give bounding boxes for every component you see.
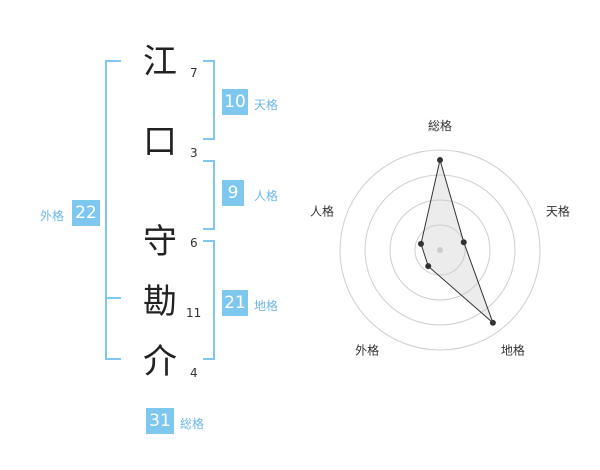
radar-point xyxy=(489,319,496,326)
radar-ring xyxy=(414,224,466,276)
tenkaku-label: 天格 xyxy=(254,98,279,112)
name-char-4: 勘 xyxy=(143,282,177,322)
chikaku-label: 地格 xyxy=(254,299,279,313)
gaikaku-bracket xyxy=(105,60,121,360)
radar-point xyxy=(417,240,424,247)
radar-point xyxy=(425,263,432,270)
radar-point xyxy=(437,157,443,163)
chikaku-bracket xyxy=(203,240,215,360)
radar-axis-label: 外格 xyxy=(355,342,379,357)
radar-center xyxy=(437,247,443,253)
radar-axis-label: 人格 xyxy=(310,204,334,219)
stroke-count-2: 3 xyxy=(190,146,198,160)
radar-ring xyxy=(339,149,541,351)
tenkaku-value-badge: 10 xyxy=(222,89,248,115)
name-char-3: 守 xyxy=(143,222,177,262)
name-char-2: 口 xyxy=(143,122,177,162)
tenkaku-bracket xyxy=(203,60,215,140)
stroke-count-1: 7 xyxy=(190,66,198,80)
soukaku-label: 総格 xyxy=(180,417,205,431)
radar-axis-label: 総格 xyxy=(428,118,452,133)
radar-ring xyxy=(389,199,491,301)
jinkaku-label: 人格 xyxy=(254,189,279,203)
radar-axis-label: 天格 xyxy=(546,204,570,219)
gaikaku-bracket-tick xyxy=(105,297,121,299)
stroke-count-5: 4 xyxy=(190,366,198,380)
jinkaku-bracket xyxy=(203,160,215,230)
stroke-count-4: 11 xyxy=(186,306,202,320)
jinkaku-value-badge: 9 xyxy=(222,180,244,206)
gaikaku-value-badge: 22 xyxy=(72,200,100,226)
name-char-5: 介 xyxy=(143,342,177,382)
stroke-count-3: 6 xyxy=(190,236,198,250)
gaikaku-label: 外格 xyxy=(40,209,65,223)
radar-point xyxy=(460,239,467,246)
name-char-1: 江 xyxy=(143,42,177,82)
radar-polygon xyxy=(420,159,494,324)
soukaku-value-badge: 31 xyxy=(146,408,174,434)
radar-axis-label: 地格 xyxy=(501,342,525,357)
chikaku-value-badge: 21 xyxy=(222,290,248,316)
radar-ring xyxy=(364,174,516,326)
